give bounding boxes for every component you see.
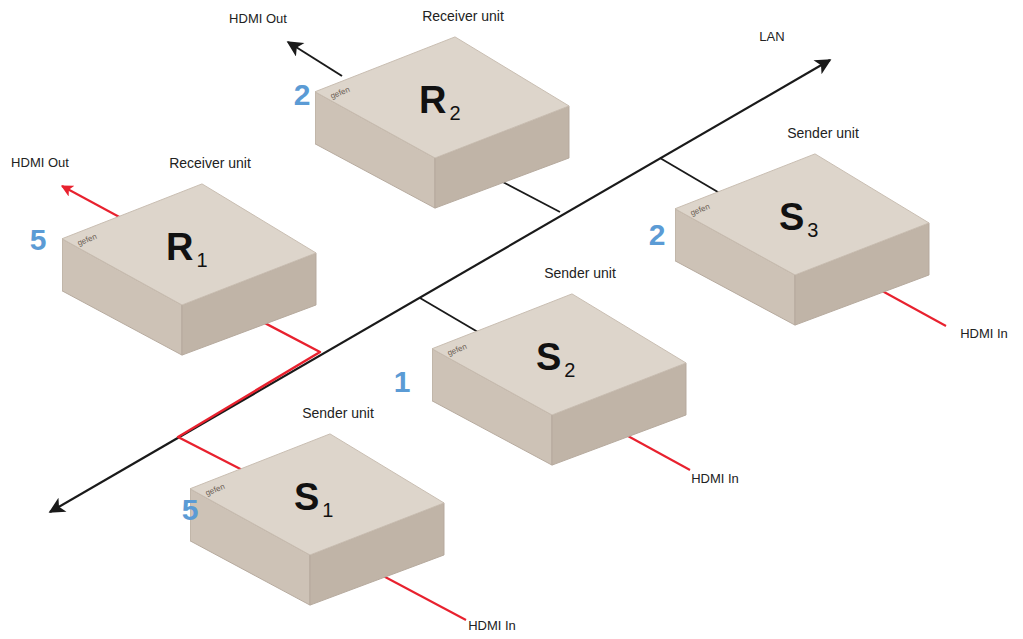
callout-number: 1 [394,367,411,397]
unit-heading: Sender unit [302,406,374,420]
unit-heading: Sender unit [544,266,616,280]
callout-number: 2 [294,80,311,110]
unit-index: 3 [807,220,818,240]
unit-index: 1 [196,250,207,270]
device-housing [190,432,445,607]
hdmi-out-arrow [288,42,342,76]
signal-label: HDMI In [960,327,1008,340]
signal-label: HDMI Out [11,156,69,169]
signal-label: HDMI Out [229,12,287,25]
device-box: Receiver unitgefenR2 [315,35,570,210]
unit-letter: R [166,228,193,266]
unit-index: 1 [322,500,333,520]
callout-number: 5 [182,495,199,525]
unit-heading: Receiver unit [169,156,251,170]
device-housing [432,292,687,467]
unit-letter: S [779,198,804,236]
device-housing [315,35,570,210]
hdmi-in-arrow [372,570,466,620]
unit-heading: Receiver unit [422,9,504,23]
unit-letter: S [536,338,561,376]
unit-heading: Sender unit [787,126,859,140]
unit-index: 2 [564,360,575,380]
device-box: Receiver unitgefenR1 [62,182,317,357]
device-housing [62,182,317,357]
signal-label: HDMI In [691,472,739,485]
signal-label: HDMI In [468,619,516,632]
callout-number: 2 [649,220,666,250]
unit-index: 2 [449,103,460,123]
device-box: Sender unitgefenS3 [675,152,930,327]
unit-letter: R [419,81,446,119]
unit-letter: S [294,478,319,516]
device-box: Sender unitgefenS1 [190,432,445,607]
callout-number: 5 [30,225,47,255]
signal-label: LAN [759,30,784,43]
device-box: Sender unitgefenS2 [432,292,687,467]
device-housing [675,152,930,327]
